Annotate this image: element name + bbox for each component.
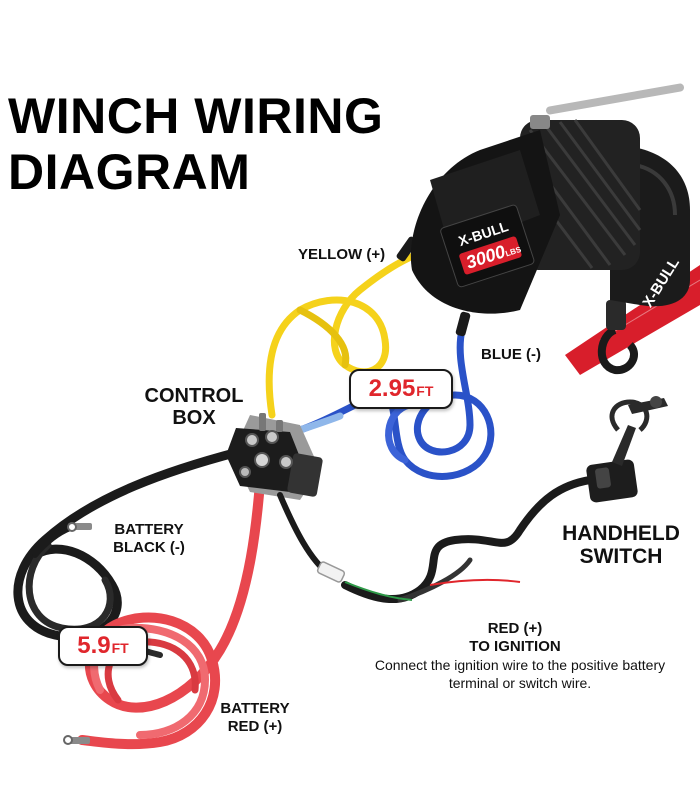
handheld-switch-label: HANDHELD SWITCH bbox=[546, 522, 696, 568]
green-wire bbox=[344, 581, 413, 601]
yellow-wire-label: YELLOW (+) bbox=[298, 246, 386, 263]
ignition-wire-label: RED (+) TO IGNITION bbox=[455, 620, 575, 656]
battery-cable-length-value: 5.9 bbox=[77, 632, 111, 659]
blue-wire-label: BLUE (-) bbox=[481, 346, 541, 363]
page-title: WINCH WIRING DIAGRAM bbox=[8, 88, 383, 200]
battery-black-label-line-2: BLACK (-) bbox=[113, 539, 185, 556]
inline-connector bbox=[316, 561, 346, 583]
winch-hook bbox=[597, 326, 638, 375]
title-line-2: DIAGRAM bbox=[8, 144, 251, 200]
control-box-label: CONTROL BOX bbox=[136, 385, 252, 429]
title-line-1: WINCH WIRING bbox=[8, 88, 384, 144]
yellow-wire bbox=[265, 251, 419, 419]
blue-wire-light-segment bbox=[296, 412, 344, 434]
switch-cable bbox=[277, 476, 594, 604]
control-box bbox=[226, 413, 323, 500]
battery-cable-length-badge: 5.9FT bbox=[58, 626, 148, 666]
control-box-label-line-2: BOX bbox=[172, 407, 216, 429]
battery-red-label-line-1: BATTERY bbox=[220, 700, 290, 717]
ignition-wire-label-line-1: RED (+) bbox=[487, 620, 543, 637]
battery-black-label-line-1: BATTERY bbox=[114, 521, 184, 538]
ignition-wire-label-line-2: TO IGNITION bbox=[469, 638, 561, 655]
motor-cable-length-badge: 2.95FT bbox=[349, 369, 453, 409]
ignition-red-wire bbox=[429, 578, 521, 586]
handheld-switch-label-line-2: SWITCH bbox=[579, 545, 663, 568]
winch: X-BULL 3000 LBS X-BULL bbox=[410, 83, 700, 375]
winch-brand-plate: X-BULL 3000 LBS bbox=[440, 204, 535, 288]
red-ring-terminal bbox=[63, 735, 90, 745]
handheld-switch bbox=[586, 396, 668, 503]
battery-red-label: BATTERY RED (+) bbox=[210, 700, 300, 736]
blue-wire-plug bbox=[455, 311, 471, 337]
battery-cable-length-unit: FT bbox=[111, 640, 129, 656]
handheld-switch-label-line-1: HANDHELD bbox=[562, 522, 680, 545]
motor-cable-length-unit: FT bbox=[416, 383, 434, 399]
black-ring-terminal bbox=[67, 522, 92, 532]
ignition-note: Connect the ignition wire to the positiv… bbox=[374, 657, 666, 691]
battery-red-label-line-2: RED (+) bbox=[227, 718, 283, 735]
motor-cable-length-value: 2.95 bbox=[368, 375, 416, 402]
battery-black-label: BATTERY BLACK (-) bbox=[98, 521, 200, 557]
control-box-label-line-1: CONTROL bbox=[144, 385, 244, 407]
